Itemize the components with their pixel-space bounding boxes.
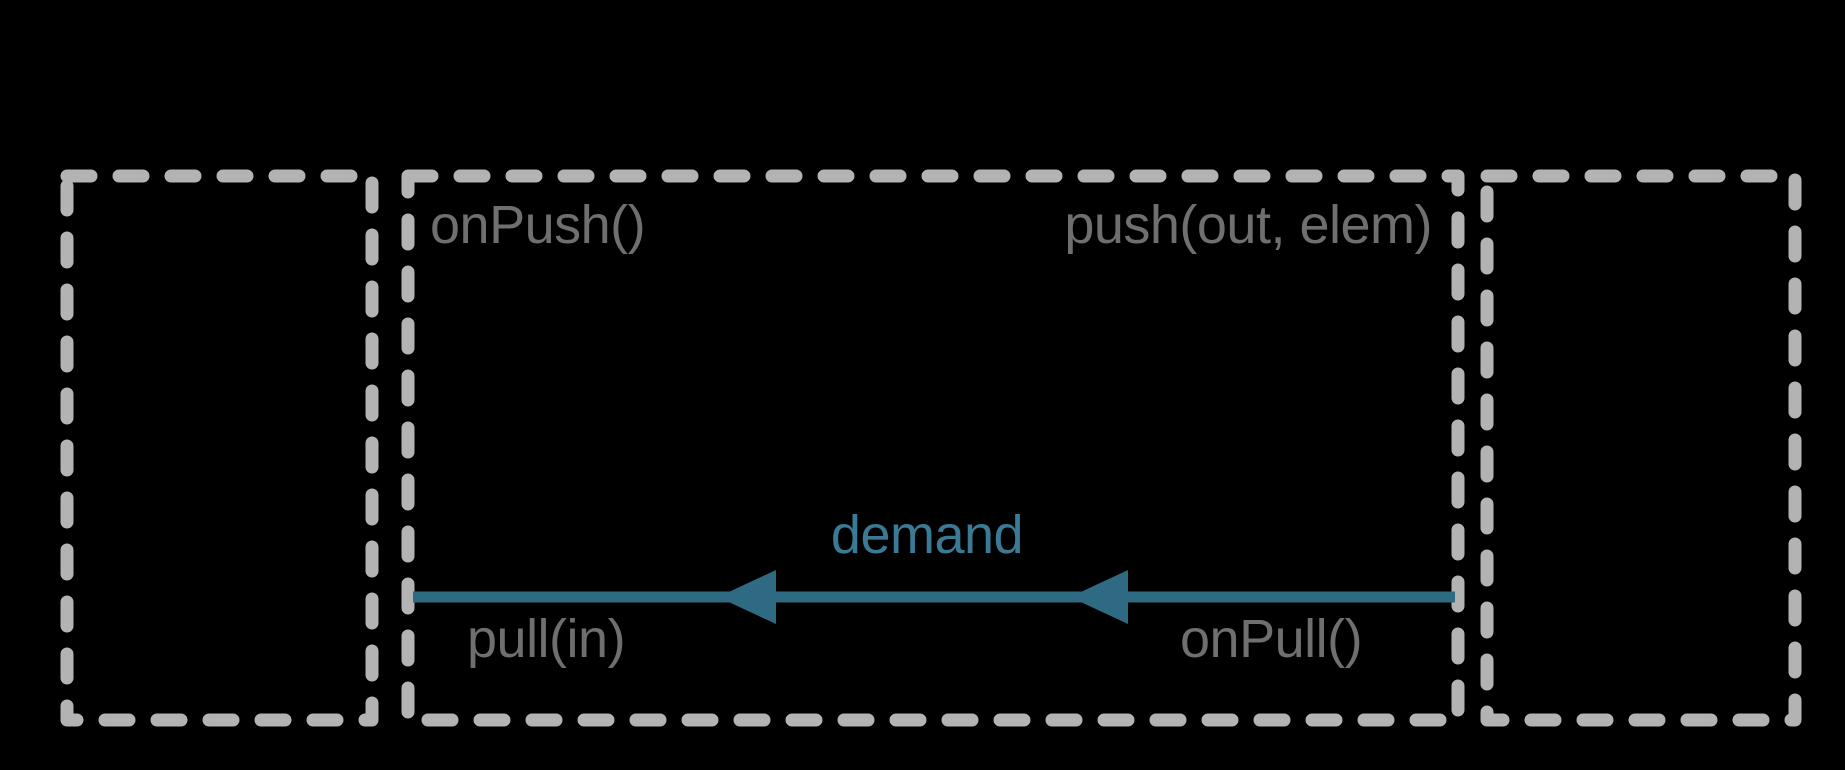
demand-arrowhead-right-icon (1070, 570, 1128, 624)
onpush-label: onPush() (430, 195, 646, 255)
pull-in-label: pull(in) (467, 609, 626, 669)
left-dashed-box (60, 169, 379, 727)
push-out-elem-label: push(out, elem) (1064, 195, 1432, 255)
right-dashed-box (1480, 169, 1802, 727)
stage-dashed-box (401, 169, 1465, 727)
demand-arrowhead-middle-icon (718, 570, 776, 624)
onpull-label: onPull() (1180, 609, 1363, 669)
demand-label: demand (830, 505, 1024, 565)
